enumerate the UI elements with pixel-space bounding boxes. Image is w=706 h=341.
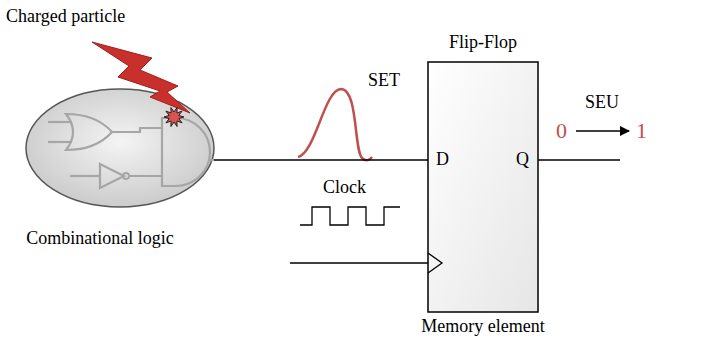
- impact-star: [164, 107, 184, 126]
- combinational-logic-cloud: Combinational logic: [25, 88, 215, 208]
- block-title: Flip-Flop: [398, 32, 568, 53]
- clock-label: Clock: [323, 177, 366, 198]
- lightning-bolt: [92, 42, 190, 113]
- clock-waveform: [300, 207, 400, 225]
- inverter-bubble: [123, 173, 129, 179]
- or-gate: [66, 114, 112, 150]
- and-gate: [162, 118, 210, 186]
- edge-label: SET: [368, 70, 400, 91]
- signal-wire: [212, 159, 428, 160]
- set-pulse: [298, 89, 372, 160]
- ellipse-outline: [25, 88, 215, 208]
- inverter: [100, 164, 124, 188]
- q-output-wire: [538, 159, 620, 160]
- clock-wire: [290, 262, 428, 263]
- wire: [70, 175, 100, 177]
- wire: [210, 159, 214, 161]
- or-input: [48, 141, 72, 143]
- clock-input-triangle: [428, 253, 442, 273]
- particle-label: Charged particle: [6, 6, 125, 27]
- seu-arrow: [576, 130, 629, 131]
- ellipse-shape: [26, 89, 214, 207]
- pin-name: D: [436, 149, 449, 170]
- box-shape: [428, 62, 538, 312]
- box-outline: [428, 62, 538, 312]
- pin-name: Q: [516, 149, 529, 170]
- bit-value: 1: [636, 118, 647, 143]
- or-input: [48, 121, 72, 123]
- wire: [128, 175, 162, 177]
- bit-value: 0: [556, 118, 567, 143]
- event-label: SEU: [585, 92, 619, 113]
- flip-flop-box: Flip-FlopMemory element: [428, 62, 538, 312]
- block-caption: Combinational logic: [0, 228, 215, 249]
- block-caption: Memory element: [378, 316, 588, 337]
- wire: [112, 128, 162, 132]
